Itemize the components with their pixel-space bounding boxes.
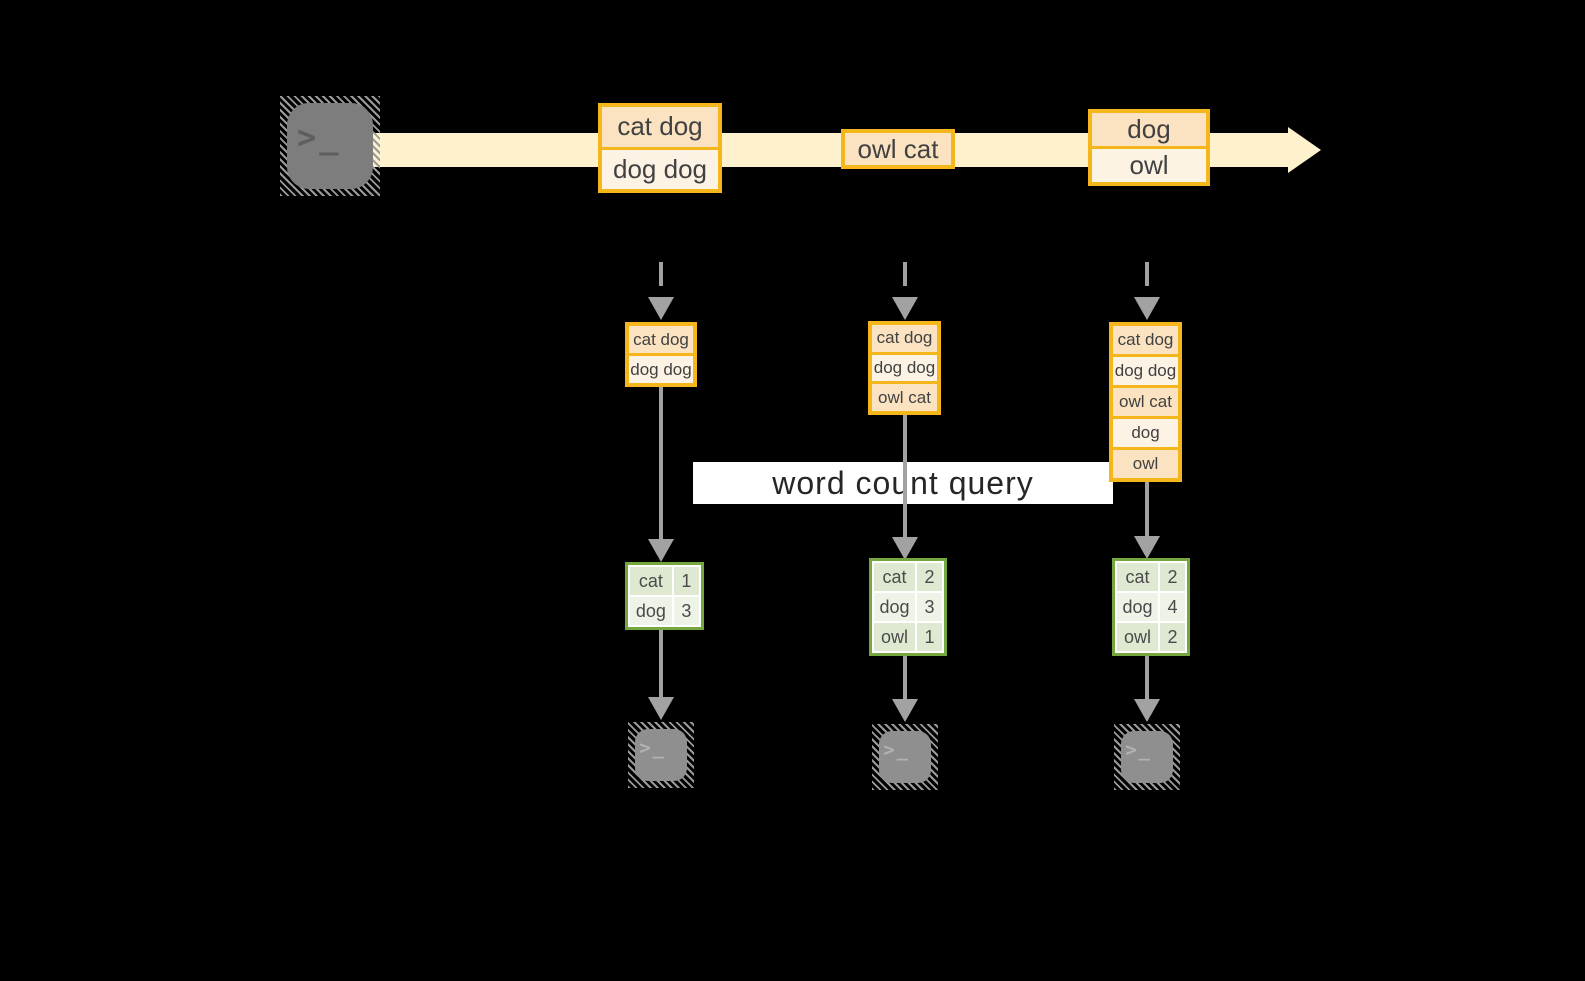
result-word: cat [630,567,672,595]
terminal-sink-icon: >_ [1114,724,1180,790]
terminal-sink-icon: >_ [872,724,938,790]
stream-timeline-arrowhead-icon [1288,127,1321,173]
stream-record: owl cat [845,133,951,165]
result-row: cat 1 [630,567,699,595]
result-word: dog [1117,593,1159,621]
arrow-line [903,407,907,538]
result-row: dog 4 [1117,593,1185,621]
state-row: dog dog [629,353,693,383]
state-box-3: cat dog dog dog owl cat dog owl [1109,322,1182,482]
dashed-arrow-head-icon [648,297,674,320]
result-word: cat [874,563,916,591]
terminal-prompt-glyph: >_ [1125,738,1153,761]
terminal-source-icon: >_ [280,96,380,196]
state-row: cat dog [872,325,937,352]
state-row: owl cat [872,381,937,412]
result-row: owl 1 [874,623,942,651]
dashed-arrow-head-icon [892,297,918,320]
result-table-1: cat 1 dog 3 [625,562,704,630]
stream-record: cat dog [602,107,718,147]
stream-batch-1: cat dog dog dog [598,103,722,193]
result-row: owl 2 [1117,623,1185,651]
arrow-line [659,620,663,698]
state-row: dog dog [872,351,937,382]
arrow-head-icon [648,539,674,562]
terminal-prompt-glyph: >_ [297,118,342,156]
result-count: 1 [673,567,699,595]
stream-record: owl [1092,146,1206,182]
stream-record: dog dog [602,146,718,189]
result-count: 3 [917,593,942,621]
state-row: cat dog [629,326,693,353]
result-count: 2 [917,563,942,591]
result-count: 4 [1160,593,1185,621]
terminal-sink-body [879,731,931,783]
result-count: 2 [1160,563,1185,591]
arrow-line [1145,646,1149,700]
arrow-head-icon [648,697,674,720]
state-row: owl cat [1113,385,1178,416]
state-row: dog dog [1113,354,1178,385]
arrow-head-icon [1134,536,1160,559]
stream-record: dog [1092,113,1206,146]
result-row: dog 3 [630,597,699,625]
dashed-arrow-head-icon [1134,297,1160,320]
query-label: word count query [772,464,1034,501]
state-row: owl [1113,447,1178,478]
result-word: dog [874,593,916,621]
terminal-source-body [287,103,373,189]
result-count: 3 [673,597,699,625]
stream-batch-3: dog owl [1088,109,1210,186]
arrow-line [903,646,907,700]
result-row: cat 2 [874,563,942,591]
arrow-head-icon [1134,699,1160,722]
result-word: cat [1117,563,1159,591]
arrow-head-icon [892,699,918,722]
result-count: 2 [1160,623,1185,651]
terminal-prompt-glyph: >_ [883,738,911,761]
arrow-line [1145,474,1149,537]
state-box-1: cat dog dog dog [625,322,697,387]
state-box-2: cat dog dog dog owl cat [868,321,941,415]
result-count: 1 [917,623,942,651]
arrow-line [659,387,663,540]
result-word: owl [1117,623,1159,651]
stream-batch-2: owl cat [841,129,955,169]
result-row: dog 3 [874,593,942,621]
result-table-2: cat 2 dog 3 owl 1 [869,558,947,656]
terminal-prompt-glyph: >_ [639,736,667,759]
terminal-sink-body [1121,731,1173,783]
dashed-arrow-line [903,262,907,286]
state-row: cat dog [1113,326,1178,354]
terminal-sink-body [635,729,687,781]
result-table-3: cat 2 dog 4 owl 2 [1112,558,1190,656]
dashed-arrow-line [659,262,663,286]
dashed-arrow-line [1145,262,1149,286]
terminal-sink-icon: >_ [628,722,694,788]
result-row: cat 2 [1117,563,1185,591]
arrow-head-icon [892,537,918,560]
result-word: owl [874,623,916,651]
state-row: dog [1113,416,1178,447]
result-word: dog [630,597,672,625]
